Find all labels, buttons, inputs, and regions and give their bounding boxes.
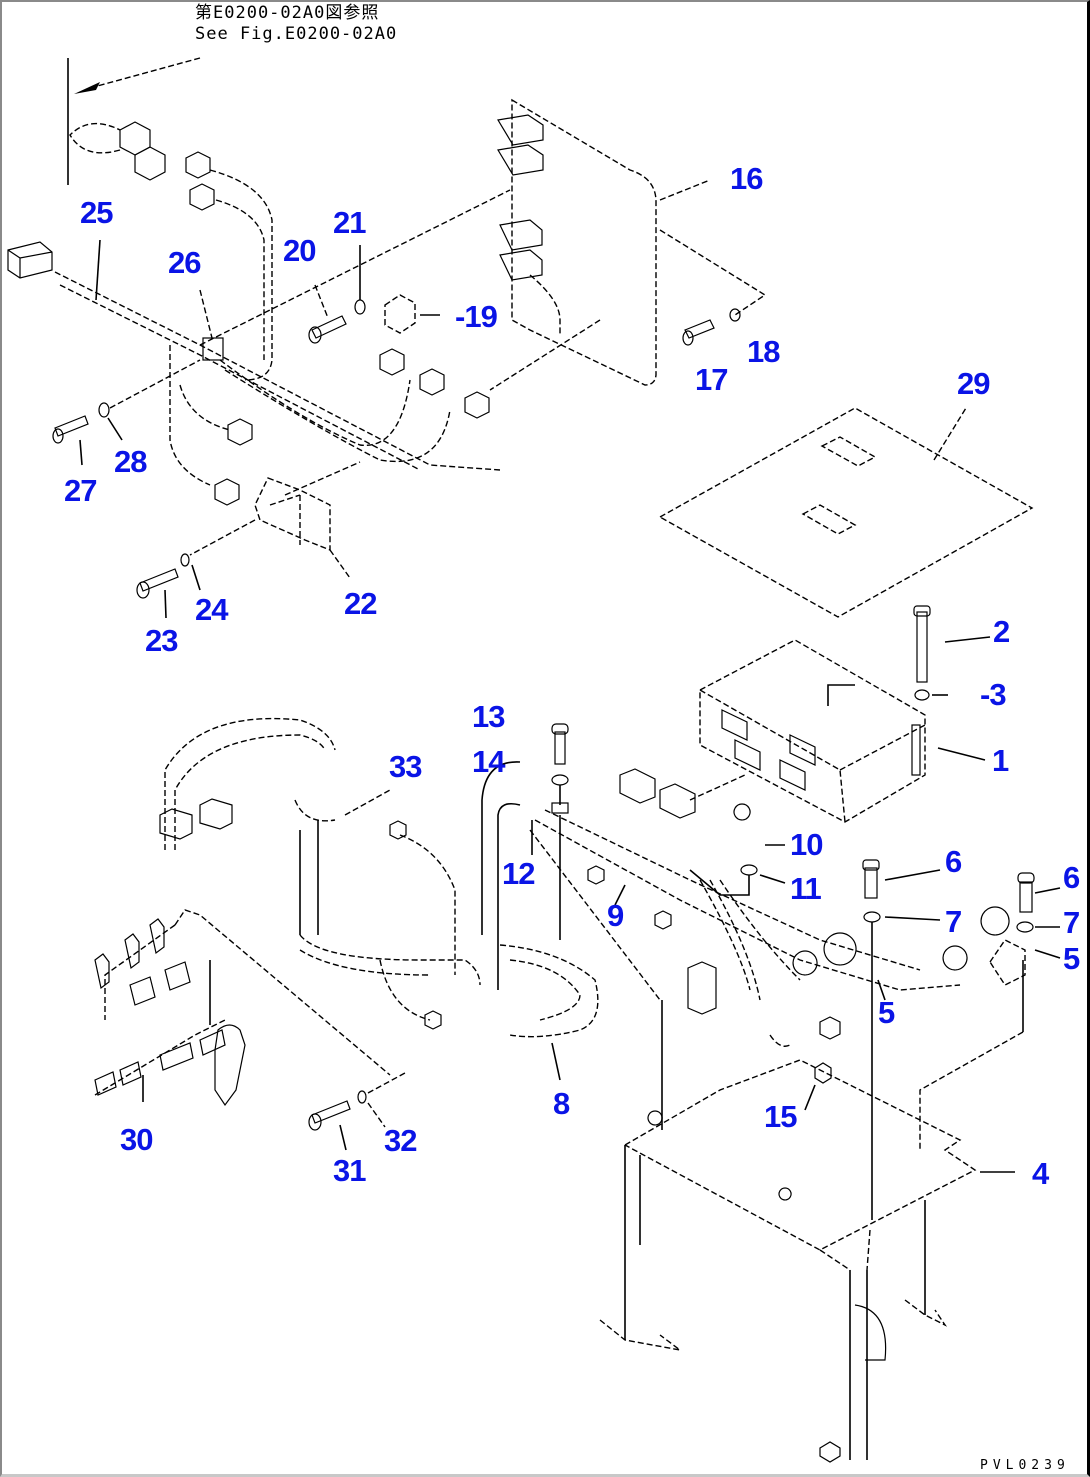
callout-30[interactable]: 30 <box>120 1122 153 1157</box>
part-26-clamp <box>199 189 511 463</box>
callout-17[interactable]: 17 <box>695 362 728 397</box>
parts-19-20-21-fasteners <box>308 245 440 344</box>
part-16-bracket <box>489 98 767 391</box>
part-33-harness <box>159 717 481 1030</box>
part-22-connector-bracket <box>136 461 361 619</box>
callout-33[interactable]: 33 <box>389 749 422 784</box>
parts-27-28-fasteners <box>52 359 201 466</box>
callout-15[interactable]: 15 <box>764 1099 797 1134</box>
part-12-harness <box>481 761 561 990</box>
callout-19[interactable]: -19 <box>455 299 498 334</box>
callout-9[interactable]: 9 <box>607 898 624 933</box>
callout-18[interactable]: 18 <box>747 334 780 369</box>
callout-11[interactable]: 11 <box>790 871 822 906</box>
part-8-harness <box>499 944 599 1081</box>
callout-23[interactable]: 23 <box>145 623 178 658</box>
parts-5-6-7-fasteners <box>862 859 1061 1220</box>
reference-jp: 第E0200-02A0図参照 <box>195 3 380 23</box>
callout-6b[interactable]: 6 <box>1063 860 1080 895</box>
part-29-mat <box>658 407 1034 618</box>
callout-6a[interactable]: 6 <box>945 844 962 879</box>
callout-28[interactable]: 28 <box>114 444 147 479</box>
callout-5a[interactable]: 5 <box>878 995 895 1030</box>
callout-25[interactable]: 25 <box>80 195 113 230</box>
callout-3[interactable]: -3 <box>980 677 1007 712</box>
part-25-wiring-harness <box>7 239 501 506</box>
figure-reference-note: 第E0200-02A0図参照 See Fig.E0200-02A0 <box>195 3 397 46</box>
parts-10-11-13-14-fasteners <box>551 723 786 896</box>
reference-arrow <box>67 57 201 185</box>
callout-2[interactable]: 2 <box>993 614 1010 649</box>
callout-32[interactable]: 32 <box>384 1123 417 1158</box>
callout-10[interactable]: 10 <box>790 827 823 862</box>
part-4-stand <box>529 829 1015 1463</box>
figure-code: PVL0239 <box>980 1458 1070 1473</box>
callout-1[interactable]: 1 <box>992 743 1009 778</box>
callout-16[interactable]: 16 <box>730 161 763 196</box>
part-9-harness <box>534 768 1010 1047</box>
callout-4[interactable]: 4 <box>1032 1156 1049 1191</box>
callout-24[interactable]: 24 <box>195 592 228 627</box>
callout-27[interactable]: 27 <box>64 473 97 508</box>
callout-26[interactable]: 26 <box>168 245 201 280</box>
part-20-sub-harness <box>69 121 273 381</box>
callout-21[interactable]: 21 <box>333 205 366 240</box>
part-1-controller <box>699 639 986 823</box>
callout-8[interactable]: 8 <box>553 1086 570 1121</box>
callout-7b[interactable]: 7 <box>1063 905 1080 940</box>
reference-en: See Fig.E0200-02A0 <box>195 24 398 45</box>
callout-31[interactable]: 31 <box>333 1153 366 1188</box>
callout-14[interactable]: 14 <box>472 744 505 779</box>
callout-13[interactable]: 13 <box>472 699 505 734</box>
callout-22[interactable]: 22 <box>344 586 377 621</box>
callout-5b[interactable]: 5 <box>1063 941 1080 976</box>
callout-12[interactable]: 12 <box>502 856 535 891</box>
callout-29[interactable]: 29 <box>957 366 990 401</box>
part-30-relay-box <box>94 909 391 1107</box>
callout-7a[interactable]: 7 <box>945 904 962 939</box>
parts-2-3-bolt-washer <box>913 605 991 701</box>
parts-31-32-fasteners <box>308 1072 406 1151</box>
callout-20[interactable]: 20 <box>283 233 316 268</box>
